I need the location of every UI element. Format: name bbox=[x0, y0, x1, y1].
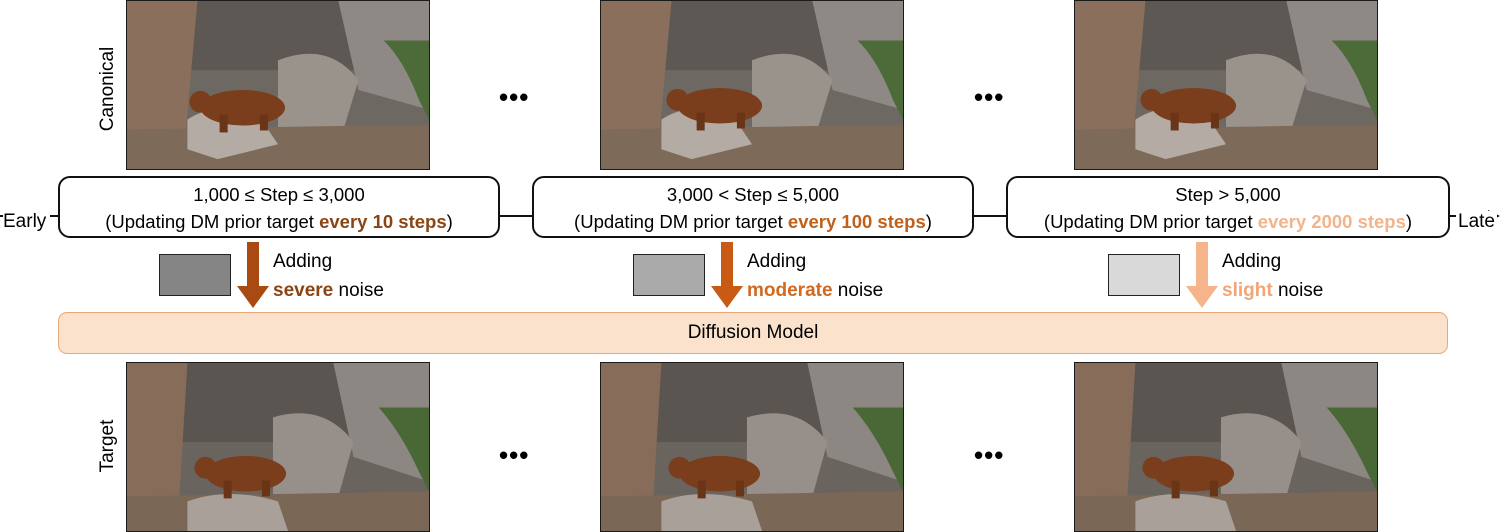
noise-caption-slight: Adding slight noise bbox=[1222, 251, 1324, 301]
ellipsis-bottom-1: ••• bbox=[499, 440, 530, 470]
noise-sample-severe bbox=[159, 254, 231, 296]
stage-update-text: (Updating DM prior target every 10 steps… bbox=[105, 211, 453, 232]
update-frequency: every 100 steps bbox=[787, 211, 926, 232]
noise-sample-moderate bbox=[633, 254, 705, 296]
stage-range: 3,000 < Step ≤ 5,000 bbox=[666, 184, 840, 205]
arrow-down-slight bbox=[1186, 242, 1218, 308]
canonical-image-early bbox=[126, 0, 430, 170]
target-image-early bbox=[126, 362, 430, 532]
stage-update-text: (Updating DM prior target every 100 step… bbox=[574, 211, 932, 232]
bear-scene-image bbox=[127, 1, 429, 169]
target-row-label: Target bbox=[97, 419, 118, 473]
bear-scene-image bbox=[1075, 1, 1377, 169]
bear-scene-image bbox=[601, 363, 903, 531]
stage-range: 1,000 ≤ Step ≤ 3,000 bbox=[193, 184, 365, 205]
ellipsis-top-2: ••• bbox=[974, 82, 1005, 112]
ellipsis-top-1: ••• bbox=[499, 82, 530, 112]
noise-caption-moderate: Adding moderate noise bbox=[747, 251, 884, 301]
canonical-row-label: Canonical bbox=[97, 46, 118, 132]
diffusion-model-block: Diffusion Model bbox=[58, 312, 1448, 354]
canonical-image-late bbox=[1074, 0, 1378, 170]
stage-box-early: 1,000 ≤ Step ≤ 3,000 (Updating DM prior … bbox=[58, 176, 500, 238]
bear-scene-image bbox=[127, 363, 429, 531]
stage-update-text: (Updating DM prior target every 2000 ste… bbox=[1043, 211, 1413, 232]
bear-scene-image bbox=[1075, 363, 1377, 531]
ellipsis-bottom-2: ••• bbox=[974, 440, 1005, 470]
noise-caption-severe: Adding severe noise bbox=[273, 251, 384, 301]
target-image-mid bbox=[600, 362, 904, 532]
arrow-down-severe bbox=[237, 242, 269, 308]
stage-box-mid: 3,000 < Step ≤ 5,000 (Updating DM prior … bbox=[532, 176, 974, 238]
timeline-late-label: Late bbox=[1456, 211, 1497, 233]
stage-range: Step > 5,000 bbox=[1175, 184, 1281, 205]
bear-scene-image bbox=[601, 1, 903, 169]
update-frequency: every 10 steps bbox=[319, 211, 447, 232]
timeline-early-label: Early bbox=[3, 211, 51, 233]
update-frequency: every 2000 steps bbox=[1257, 211, 1406, 232]
target-image-late bbox=[1074, 362, 1378, 532]
canonical-image-mid bbox=[600, 0, 904, 170]
noise-sample-slight bbox=[1108, 254, 1180, 296]
arrow-down-moderate bbox=[711, 242, 743, 308]
stage-box-late: Step > 5,000 (Updating DM prior target e… bbox=[1006, 176, 1450, 238]
